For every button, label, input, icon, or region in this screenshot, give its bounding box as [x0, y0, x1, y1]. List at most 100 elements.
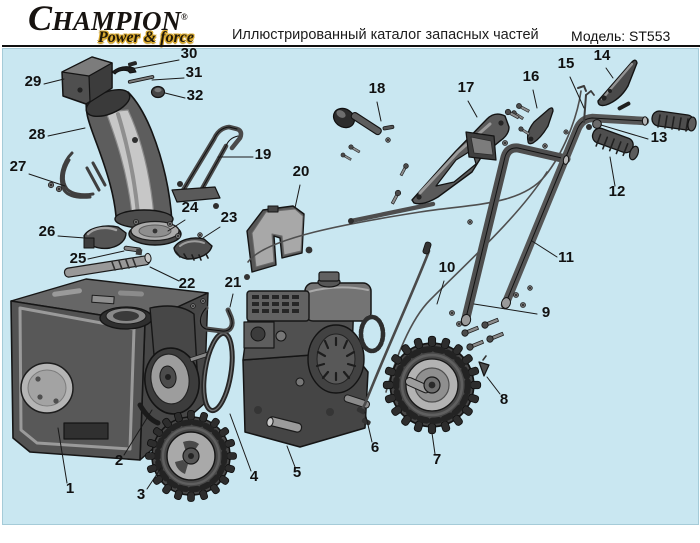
callout-number-29: 29 [25, 73, 42, 90]
page-title: Иллюстрированный каталог запасных частей [232, 27, 539, 43]
callout-number-4: 4 [250, 468, 259, 485]
callout-number-14: 14 [594, 47, 611, 64]
model-label: Модель: ST553 [571, 28, 671, 44]
callout-number-15: 15 [558, 55, 575, 72]
callout-leader-31 [151, 77, 185, 81]
callout-leader-9 [473, 303, 538, 315]
part-mount-bracket [389, 102, 531, 206]
callout-leader-8 [486, 376, 501, 395]
callout-number-5: 5 [293, 464, 301, 481]
callout-leader-16 [532, 89, 538, 109]
header-divider [2, 45, 700, 47]
registered-mark: ® [181, 12, 188, 22]
callout-leader-7 [431, 432, 436, 455]
callout-leader-6 [364, 411, 373, 443]
part-deflector-pin [127, 75, 155, 84]
callout-number-8: 8 [500, 391, 508, 408]
part-chute-base-ring [128, 219, 182, 246]
part-impeller-disc [137, 347, 209, 426]
callout-leader-14 [605, 67, 614, 79]
callout-leader-27 [28, 173, 66, 187]
callout-leader-24 [167, 219, 186, 232]
part-engine [242, 271, 386, 448]
callout-leader-25 [87, 250, 125, 260]
part-chute [85, 88, 174, 229]
callout-leader-23 [202, 226, 221, 239]
part-axle-clip [478, 355, 490, 377]
callout-leader-5 [286, 445, 296, 468]
callout-number-6: 6 [371, 439, 379, 456]
part-pivot-pin [123, 245, 143, 256]
part-shift-rod [359, 241, 432, 413]
part-handlebar [348, 101, 650, 327]
callout-leader-11 [531, 240, 558, 258]
callout-leader-18 [376, 101, 382, 122]
callout-leader-15 [569, 76, 585, 109]
brand-tagline: Power & force [98, 29, 194, 46]
part-wheel-right [383, 336, 480, 433]
callout-number-25: 25 [70, 250, 87, 267]
part-grip-upper [651, 110, 697, 132]
callout-leader-28 [47, 127, 86, 137]
callout-number-13: 13 [651, 129, 668, 146]
callout-number-17: 17 [458, 79, 475, 96]
callout-number-28: 28 [29, 126, 46, 143]
callout-leader-13 [600, 124, 649, 140]
callout-leader-10 [436, 280, 445, 305]
callout-number-9: 9 [542, 304, 550, 321]
callout-number-11: 11 [558, 249, 574, 266]
part-small-lever [510, 107, 554, 145]
callout-number-27: 27 [10, 158, 27, 175]
callout-leader-29 [43, 78, 65, 85]
callout-leader-12 [609, 156, 616, 187]
callout-number-7: 7 [433, 451, 441, 468]
part-deflector-knob [150, 85, 166, 99]
part-chute-clamp-ring [83, 225, 127, 250]
part-speed-lever [597, 59, 638, 107]
callout-leader-30 [130, 59, 180, 70]
callout-number-20: 20 [293, 163, 310, 180]
callout-number-26: 26 [39, 223, 56, 240]
part-chute-deflector [61, 56, 113, 105]
callout-number-18: 18 [369, 80, 386, 97]
callout-leader-32 [164, 92, 186, 99]
part-u-bracket [190, 298, 235, 334]
brand-logo: CHAMPION® Power & force [28, 0, 198, 46]
callout-leader-22 [149, 266, 180, 282]
callout-leader-17 [467, 100, 478, 118]
callout-number-12: 12 [609, 183, 626, 200]
callout-number-21: 21 [225, 274, 242, 291]
callout-leader-20 [294, 184, 301, 209]
part-crank-frame [171, 124, 244, 209]
callout-number-3: 3 [137, 486, 145, 503]
callout-number-19: 19 [255, 146, 272, 163]
callout-number-2: 2 [115, 452, 123, 469]
part-deflector-handle [111, 61, 138, 75]
callout-number-30: 30 [181, 45, 198, 62]
callout-number-32: 32 [187, 87, 204, 104]
callout-number-10: 10 [439, 259, 456, 276]
part-grip-lower [591, 127, 640, 161]
brand-initial: C [28, 0, 53, 38]
brand-rest: HAMPION [52, 6, 182, 36]
callout-leader-1 [57, 427, 68, 484]
callout-leader-2 [123, 409, 153, 456]
callout-leader-4 [229, 413, 252, 472]
callout-leader-21 [229, 293, 234, 308]
callout-number-31: 31 [186, 64, 203, 81]
callout-leader-26 [57, 235, 86, 239]
callout-number-16: 16 [523, 68, 540, 85]
part-wheel-left [146, 411, 237, 502]
callout-number-24: 24 [182, 199, 199, 216]
part-chute-gear-ring [173, 232, 213, 261]
part-cable-rod [583, 90, 595, 123]
part-auger-shaft [63, 252, 152, 278]
brand-name: CHAMPION® [28, 0, 198, 38]
part-shift-knob [332, 107, 395, 162]
callout-number-1: 1 [66, 480, 74, 497]
callout-number-23: 23 [221, 209, 238, 226]
part-rod-ferrules [356, 407, 371, 426]
part-crank-guide [47, 151, 107, 199]
